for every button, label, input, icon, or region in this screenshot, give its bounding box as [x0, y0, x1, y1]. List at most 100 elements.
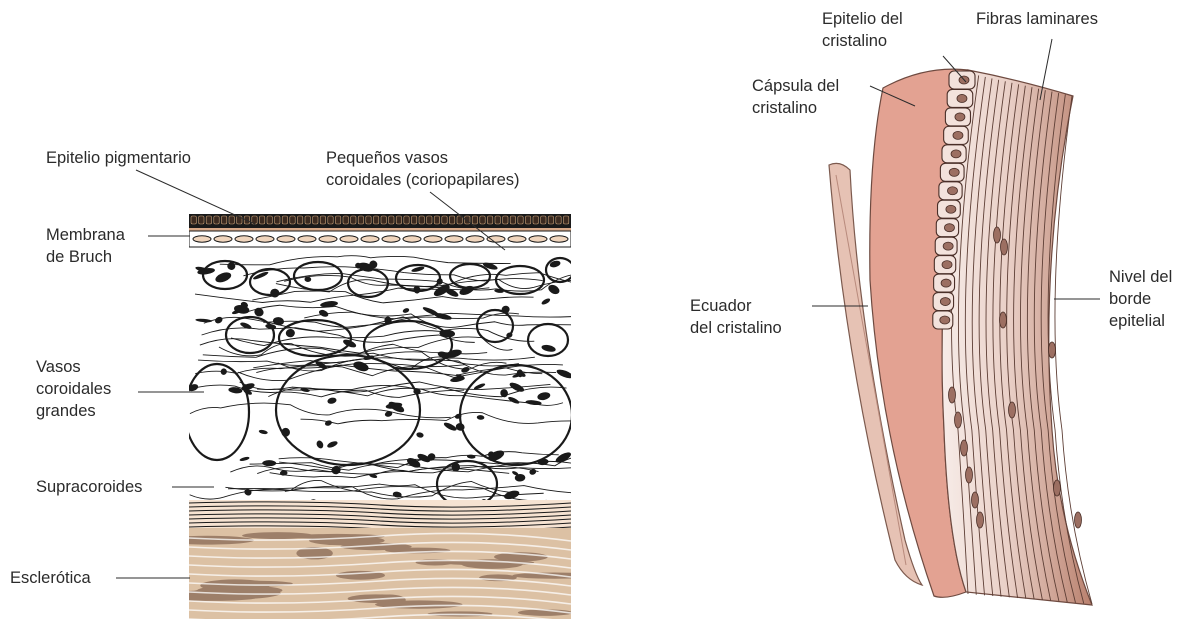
pigment-cell [457, 216, 462, 224]
fiber-nucleus [977, 512, 984, 528]
pigment-cell [427, 216, 432, 224]
pigment-cell [358, 216, 363, 224]
fiber-nucleus [1000, 312, 1007, 328]
capillary [382, 236, 400, 242]
pigment-cell [351, 216, 356, 224]
pigment-cell [366, 216, 371, 224]
fiber-nucleus [955, 412, 962, 428]
cell-nucleus [940, 316, 950, 324]
pigment-cell [206, 216, 211, 224]
pigment-cell [525, 216, 530, 224]
cell-nucleus [949, 168, 959, 176]
pigment-cell [541, 216, 546, 224]
capillary [529, 236, 547, 242]
label-large-choroidal-vessels: Vasos coroidales grandes [36, 356, 111, 422]
pigment-cell [335, 216, 340, 224]
pigment-cell [221, 216, 226, 224]
pigment-cell [434, 216, 439, 224]
pigment-cell [229, 216, 234, 224]
pigment-cell [191, 216, 196, 224]
pigment-cell [328, 216, 333, 224]
capillary [235, 236, 253, 242]
pigment-cell [290, 216, 295, 224]
label-small-choroidal-vessels: Pequeños vasos coroidales (coriopapilare… [326, 147, 520, 191]
pigment-cell [275, 216, 280, 224]
fiber-nucleus [1075, 512, 1082, 528]
cell-nucleus [957, 94, 967, 102]
pigment-cell [343, 216, 348, 224]
cell-nucleus [943, 242, 953, 250]
cell-nucleus [948, 187, 958, 195]
label-lens-equator: Ecuador del cristalino [690, 295, 782, 339]
cell-nucleus [940, 298, 950, 306]
pigment-cell [396, 216, 401, 224]
fiber-nucleus [1054, 480, 1061, 496]
pigment-cell [563, 216, 568, 224]
pigment-cell [503, 216, 508, 224]
capillary [550, 236, 568, 242]
fiber-nucleus [1009, 402, 1016, 418]
cell-nucleus [942, 261, 952, 269]
pigment-cell [442, 216, 447, 224]
capillary [256, 236, 274, 242]
capillary [298, 236, 316, 242]
sclera-layer [161, 528, 597, 619]
capillary [445, 236, 463, 242]
cell-nucleus [946, 205, 956, 213]
pigment-cell [548, 216, 553, 224]
bruch-membrane-layer [189, 228, 571, 247]
pigment-cell [480, 216, 485, 224]
pigment-cell [381, 216, 386, 224]
pigment-cell [533, 216, 538, 224]
label-lens-epithelium: Epitelio del cristalino [822, 8, 903, 52]
sclera-collagen-bundle [242, 532, 313, 539]
pigment-cell [404, 216, 409, 224]
pigment-cell [389, 216, 394, 224]
label-lens-capsule: Cápsula del cristalino [752, 75, 839, 119]
cell-nucleus [944, 224, 954, 232]
capillary [277, 236, 295, 242]
capillary [424, 236, 442, 242]
pigment-cell [556, 216, 561, 224]
label-laminar-fibers: Fibras laminares [976, 8, 1098, 30]
fiber-nucleus [966, 467, 973, 483]
pigment-cell [373, 216, 378, 224]
cell-nucleus [955, 113, 965, 121]
suprachoroid-layer [189, 500, 571, 531]
cell-nucleus [951, 150, 961, 158]
pigment-cell [259, 216, 264, 224]
pigment-cell [214, 216, 219, 224]
choroidal-vessel [185, 364, 249, 460]
large-choroidal-vessels-layer [185, 246, 632, 526]
pigment-cell [495, 216, 500, 224]
pigment-cell [199, 216, 204, 224]
pigment-epithelium-layer [189, 214, 571, 228]
choroidal-vessel [450, 264, 490, 288]
label-epithelial-border: Nivel del borde epitelial [1109, 266, 1172, 332]
pigment-cell [297, 216, 302, 224]
label-pigment-epithelium: Epitelio pigmentario [46, 147, 191, 169]
label-bruch-membrane: Membrana de Bruch [46, 224, 125, 268]
pigment-cell [282, 216, 287, 224]
pigment-cell [518, 216, 523, 224]
pigment-cell [320, 216, 325, 224]
pigment-cell [305, 216, 310, 224]
choroidal-vessel [460, 365, 572, 465]
pigment-cell [449, 216, 454, 224]
fiber-nucleus [961, 440, 968, 456]
fiber-nucleus [972, 492, 979, 508]
pigment-cell [313, 216, 318, 224]
capillary [361, 236, 379, 242]
pigment-cell [419, 216, 424, 224]
capillary [508, 236, 526, 242]
cell-nucleus [941, 279, 951, 287]
label-sclera: Esclerótica [10, 567, 91, 589]
fiber-nucleus [1049, 342, 1056, 358]
capillary [403, 236, 421, 242]
pigment-cell [487, 216, 492, 224]
capillary [340, 236, 358, 242]
pigment-cell [472, 216, 477, 224]
cell-nucleus [953, 131, 963, 139]
capillary [487, 236, 505, 242]
